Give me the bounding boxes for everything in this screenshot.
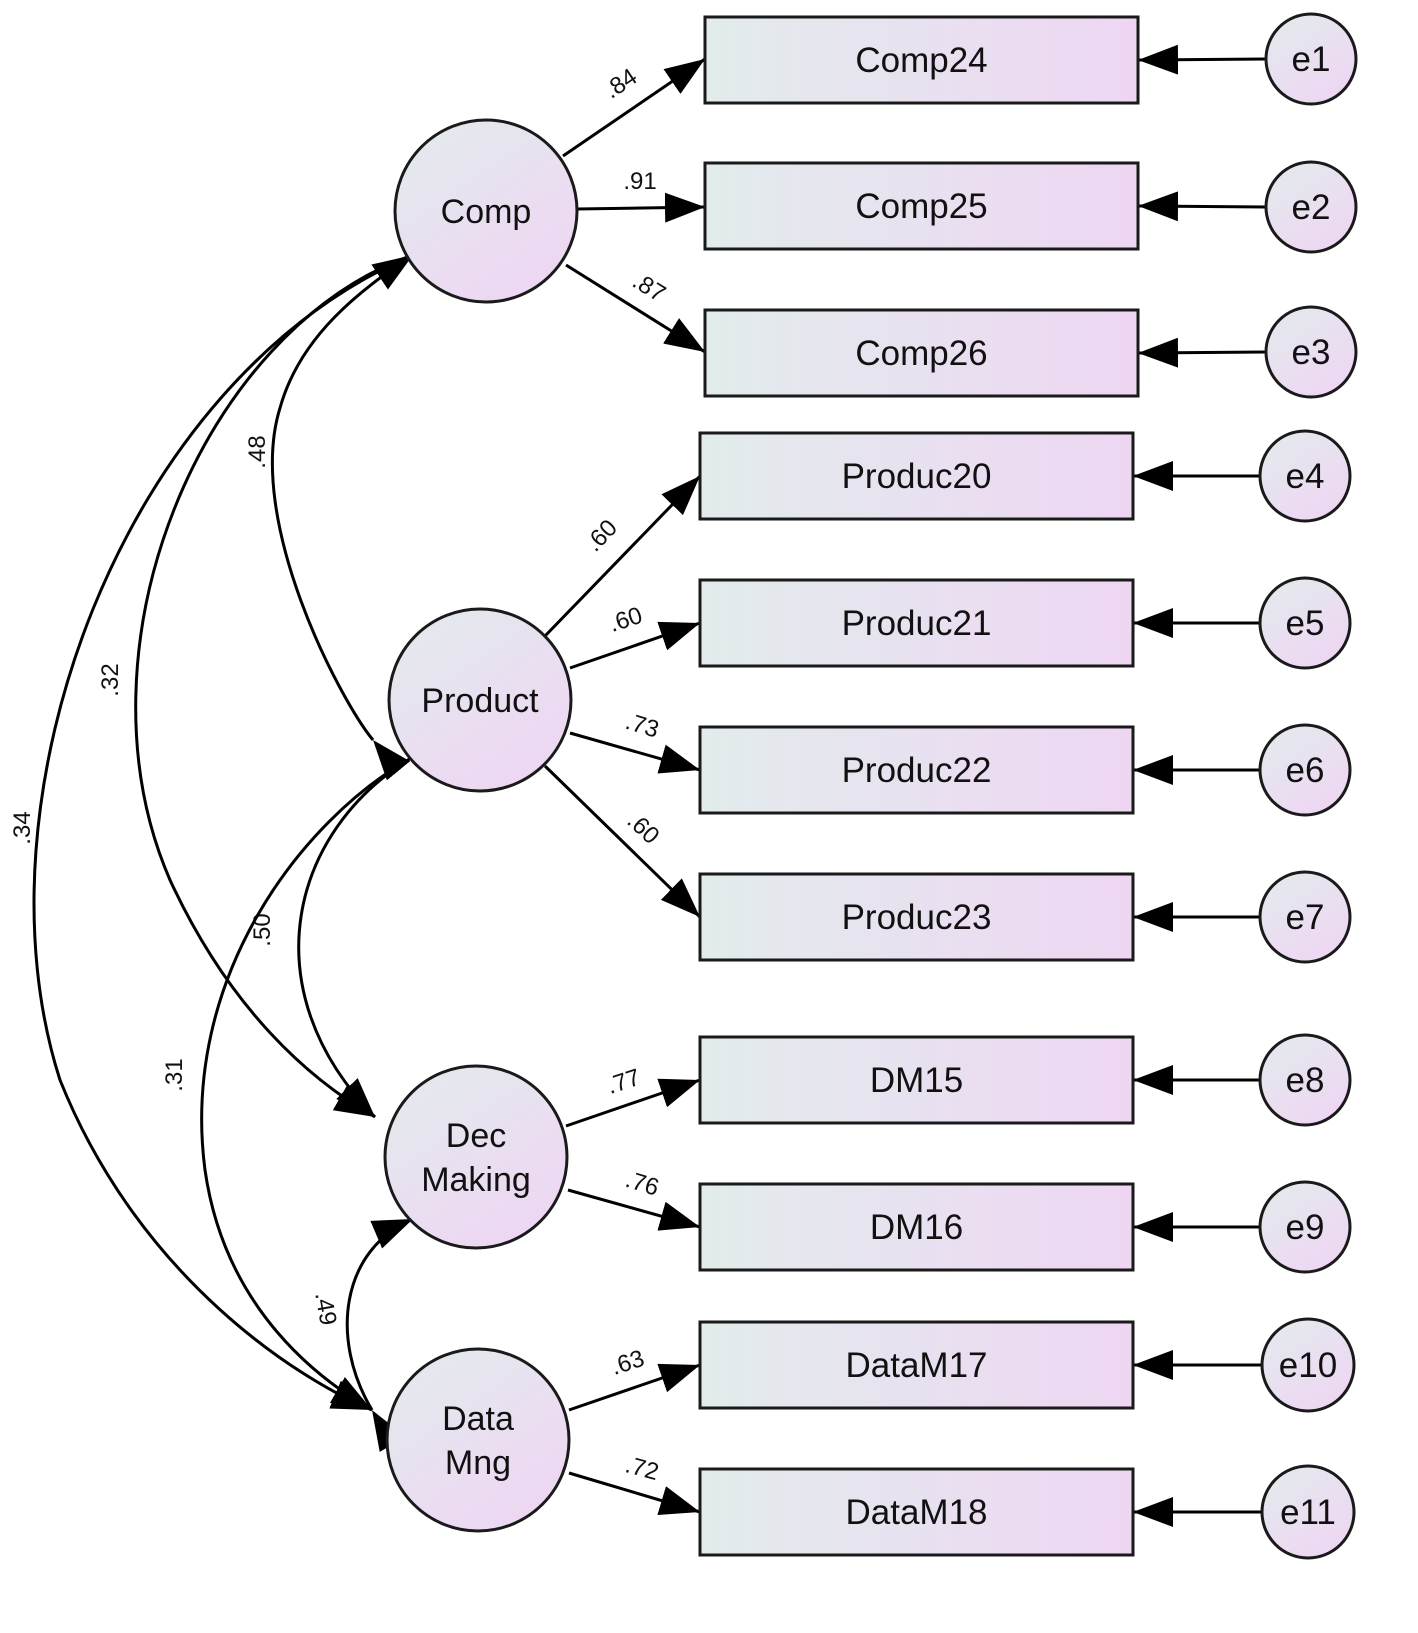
error-label-e11: e11 — [1280, 1493, 1336, 1532]
latent-label-data-1: Mng — [445, 1444, 511, 1482]
indicator-label-DM16: DM16 — [870, 1208, 963, 1247]
loading-arrow-Produc23 — [543, 764, 702, 919]
error-circle-e10 — [1260, 1317, 1356, 1413]
error-arrow-e3 — [1137, 337, 1267, 368]
loading-value-Comp25: .91 — [623, 168, 656, 195]
covariance-curve-product-dec — [297, 723, 456, 1119]
indicator-box-Produc22 — [698, 725, 1135, 815]
latent-label-dec-1: Making — [421, 1161, 531, 1199]
indicator-label-Produc22: Produc22 — [842, 751, 992, 790]
error-label-e8: e8 — [1286, 1061, 1325, 1100]
latent-circle-comp — [393, 118, 579, 304]
loading-value-Comp24: .84 — [599, 63, 642, 104]
indicator-label-Produc20: Produc20 — [842, 457, 992, 496]
indicator-label-Produc21: Produc21 — [842, 604, 992, 643]
indicator-box-Produc20 — [698, 431, 1135, 521]
indicator-label-Comp26: Comp26 — [855, 334, 987, 373]
loading-value-DM16: .76 — [622, 1166, 662, 1202]
covariance-value-dec-data: .49 — [309, 1290, 341, 1328]
indicator-label-DataM18: DataM18 — [845, 1493, 987, 1532]
loading-arrow-DataM17 — [568, 1363, 701, 1412]
loading-layer: .84 .91 .87 .60 .60 .73 .60 .77 .76 .63 .72 — [543, 57, 706, 1515]
error-label-e2: e2 — [1292, 188, 1331, 227]
indicator-box-Produc23 — [698, 872, 1135, 962]
covariance-value-comp-dec: .32 — [97, 663, 124, 696]
error-circle-e11 — [1260, 1464, 1356, 1560]
loading-value-DM15: .77 — [604, 1064, 644, 1100]
loading-value-Comp26: .87 — [628, 267, 671, 307]
covariance-value-product-dec: .50 — [249, 913, 276, 946]
error-circle-e1 — [1264, 12, 1358, 106]
indicator-label-Comp24: Comp24 — [855, 41, 987, 80]
error-label-e1: e1 — [1292, 40, 1331, 79]
indicator-label-DM15: DM15 — [870, 1061, 963, 1100]
covariance-curve-dec-data — [345, 1217, 414, 1453]
indicator-box-DM16 — [698, 1182, 1135, 1272]
loading-arrow-Produc20 — [543, 474, 702, 638]
indicator-box-Comp24 — [703, 15, 1140, 105]
loading-arrow-Comp25 — [576, 192, 706, 223]
loading-arrow-DM15 — [565, 1078, 701, 1128]
covariance-curve-comp-dec — [134, 227, 456, 1119]
loading-arrow-Comp26 — [565, 263, 706, 354]
indicator-box-DataM17 — [698, 1320, 1135, 1410]
error-label-e7: e7 — [1286, 898, 1325, 937]
latent-circle-product — [387, 607, 573, 793]
loading-value-DataM17: .63 — [608, 1345, 648, 1381]
covariance-value-comp-product: .48 — [244, 435, 271, 468]
loading-value-Produc21: .60 — [606, 602, 646, 638]
covariance-curve-product-data — [200, 724, 456, 1412]
loading-value-Produc22: .73 — [622, 708, 662, 744]
error-circle-e8 — [1258, 1033, 1352, 1127]
error-circle-e6 — [1258, 723, 1352, 817]
indicator-box-DataM18 — [698, 1467, 1135, 1557]
error-arrow-e2 — [1137, 191, 1267, 222]
latent-label-product-0: Product — [421, 682, 539, 720]
error-circle-e7 — [1258, 870, 1352, 964]
error-label-e4: e4 — [1286, 457, 1325, 496]
indicator-label-Comp25: Comp25 — [855, 187, 987, 226]
loading-value-Produc23: .60 — [622, 807, 665, 850]
indicator-box-Produc21 — [698, 578, 1135, 668]
latent-circle-dec — [383, 1064, 569, 1250]
error-circle-e3 — [1264, 305, 1358, 399]
indicator-box-Comp25 — [703, 161, 1140, 251]
indicator-box-DM15 — [698, 1035, 1135, 1125]
loading-value-Produc20: .60 — [580, 514, 623, 557]
covariance-value-product-data: .31 — [161, 1058, 188, 1091]
error-label-e5: e5 — [1286, 604, 1325, 643]
latent-label-dec-0: Dec — [446, 1117, 506, 1155]
loading-arrow-Produc22 — [569, 731, 701, 774]
loading-arrow-DM16 — [567, 1188, 701, 1231]
error-circle-e2 — [1264, 160, 1358, 254]
error-circle-e4 — [1258, 429, 1352, 523]
loading-value-DataM18: .72 — [622, 1451, 661, 1486]
indicator-label-DataM17: DataM17 — [845, 1346, 987, 1385]
error-label-e9: e9 — [1286, 1208, 1325, 1247]
error-circle-e9 — [1258, 1180, 1352, 1274]
loading-arrow-Produc21 — [569, 621, 701, 670]
error-label-e10: e10 — [1279, 1346, 1337, 1385]
indicator-label-Produc23: Produc23 — [842, 898, 992, 937]
error-layer — [1133, 44, 1267, 1527]
latent-circle-data — [385, 1347, 571, 1533]
latent-label-comp-0: Comp — [441, 193, 532, 231]
error-arrow-e1 — [1137, 44, 1267, 75]
latent-label-data-0: Data — [442, 1400, 514, 1438]
loading-arrow-DataM18 — [568, 1471, 701, 1515]
error-label-e6: e6 — [1286, 751, 1325, 790]
covariance-value-comp-data: .34 — [9, 811, 36, 844]
error-circle-e5 — [1258, 576, 1352, 670]
covariance-curve-comp-data — [32, 225, 456, 1412]
indicator-box-Comp26 — [703, 308, 1140, 398]
loading-arrow-Comp24 — [562, 57, 706, 158]
covariance-layer: .48 .32 .34 .50 .31 .49 — [9, 225, 456, 1453]
error-label-e3: e3 — [1292, 333, 1331, 372]
